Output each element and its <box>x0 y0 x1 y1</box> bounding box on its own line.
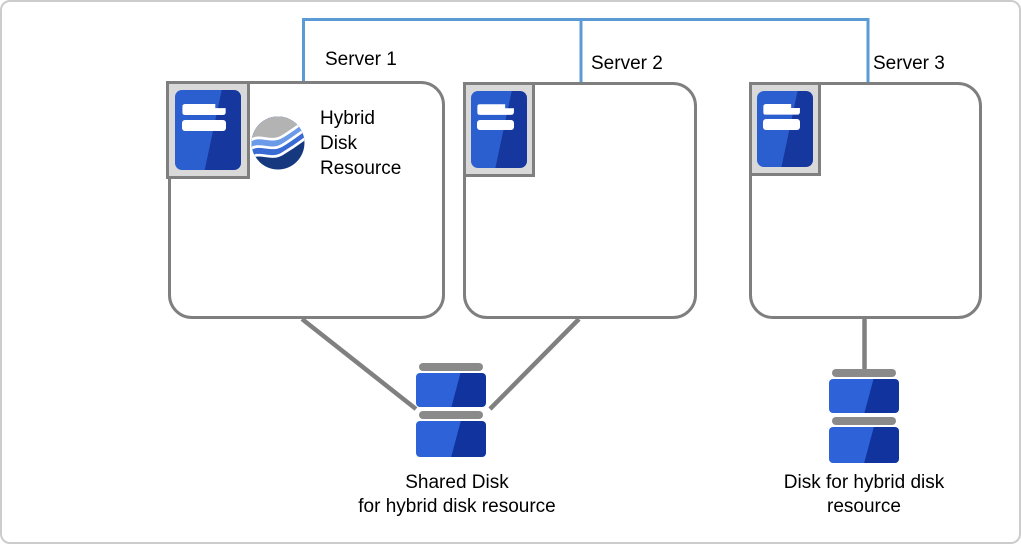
server-tower-icon <box>175 90 241 170</box>
hybrid-disk-icon <box>829 369 899 463</box>
disk-body <box>416 421 486 457</box>
disk-body <box>416 373 486 407</box>
server-tower-icon <box>757 91 813 167</box>
hybrid-disk-label: Disk for hybrid disk resource <box>783 472 945 517</box>
disk-platter <box>419 411 483 419</box>
disk-platter <box>419 363 483 371</box>
server-slot-bar <box>477 104 514 115</box>
server-slot-bar <box>477 119 514 131</box>
disk-platter <box>832 369 896 377</box>
wave-gap <box>251 126 305 152</box>
wave-globe-icon <box>251 116 305 170</box>
shared-disk-icon <box>416 363 486 457</box>
disk-platter <box>832 417 896 425</box>
server-2-label: Server 2 <box>591 53 663 74</box>
disk-body <box>829 427 899 463</box>
server-2-box <box>463 82 697 319</box>
wave-gap <box>251 135 305 161</box>
server-slot-bar <box>182 119 226 131</box>
server-slot-bar <box>763 119 800 130</box>
server-1-label: Server 1 <box>325 49 397 70</box>
server-slot-bar <box>763 104 800 115</box>
server2-shared-disk-line <box>488 317 581 411</box>
hybrid-disk-resource-label: Hybrid Disk Resource <box>320 108 402 179</box>
shared-disk-label: Shared Disk for hybrid disk resource <box>358 472 556 517</box>
server-2-icon <box>463 82 535 177</box>
server1-shared-disk-line <box>300 317 418 411</box>
server-tower-icon <box>471 91 527 168</box>
server-3-label: Server 3 <box>873 53 945 74</box>
disk-body <box>829 379 899 413</box>
server-3-icon <box>749 82 821 176</box>
server-slot-bar <box>182 103 226 115</box>
server-1-icon <box>166 81 250 179</box>
